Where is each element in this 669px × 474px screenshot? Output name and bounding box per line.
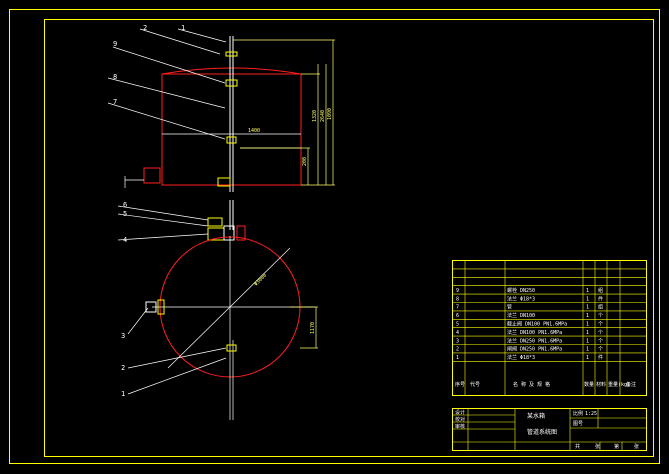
right-dimensions [233,39,335,186]
tank-roof [161,67,302,75]
parts-header-cell: 序号 [455,381,465,388]
callout-top-8: 8 [113,73,117,81]
block-scale-value: 1:25 [585,411,597,417]
dim-top-2: 2640 [320,110,326,122]
parts-row-material: 个 [598,322,603,328]
elevation-view: 1400 1320 2640 1090 200 2 [107,24,335,192]
parts-row-qty: 1 [586,355,589,361]
dim-top-4: 200 [302,157,308,166]
callout-top-7: 7 [113,98,117,106]
parts-row-qty: 1 [586,305,589,311]
parts-row-no: 7 [456,305,459,311]
parts-row-name: 截止阀 DN100 PN1.6MPa [507,321,567,328]
block-label-check: 校对 [455,416,465,423]
outer-frame [9,9,660,464]
plan-view: Φ3000 1170 3 2 1 [121,236,318,420]
parts-row-no: 6 [456,313,459,319]
parts-header-cell: 名 称 及 规 格 [513,381,550,388]
parts-row-material: 组 [598,287,603,294]
parts-header-cell: 数量 [584,381,594,388]
callout-mid-5: 5 [123,210,127,218]
callout-top-2: 2 [143,24,147,32]
dim-top-3: 1090 [327,108,333,120]
valve-group: 6 5 4 [117,200,246,244]
pipe-flange-top [225,51,238,57]
parts-row-material: 个 [598,338,603,344]
plan-dim-1: 1170 [310,322,316,334]
block-project: 某水箱 [527,412,545,420]
block-footer-3: 第 [614,443,619,450]
parts-row-qty: 1 [586,313,589,319]
parts-row-no: 2 [456,347,459,353]
block-drawing-name: 管道系统图 [527,428,557,436]
callout-top-9: 9 [113,40,117,48]
parts-row-no: 9 [456,288,459,294]
parts-row-no: 8 [456,296,459,302]
parts-row-material: 件 [598,354,603,361]
title-block: 9 螺栓 DN250 1 组 8 法兰 Φ18*3 1 件 7 管 1 组 6 法兰 DN100 1 个 5 截止… [452,260,647,451]
parts-row-material: 个 [598,313,603,319]
parts-row-name: 法兰 DN250 PN1.6MPa [507,337,562,344]
pipe-flange-mid [225,79,238,87]
parts-header-cell: 重量(kg) [608,381,630,388]
parts-row-name: 法兰 DN100 [507,312,535,319]
plan-diameter-text: Φ3000 [253,273,268,288]
parts-row-name: 法兰 Φ18*3 [507,295,535,302]
parts-header-cell: 代号 [470,381,480,388]
pipe-flange-low [226,136,237,144]
block-footer-4: 张 [634,443,639,450]
inner-frame [44,19,654,457]
parts-row-qty: 1 [586,322,589,328]
block-footer-2: 张 [595,443,600,450]
callout-bot-1: 1 [121,390,125,398]
callout-top-1: 1 [181,24,185,32]
callout-mid-6: 6 [123,201,127,209]
parts-row-no: 5 [456,322,459,328]
parts-row-qty: 1 [586,338,589,344]
block-scale-label: 比例 [573,410,583,417]
plan-diameter-line [167,247,291,369]
parts-header-cell: 材料 [596,381,606,388]
parts-row-material: 个 [598,347,603,353]
parts-row-qty: 1 [586,330,589,336]
parts-header-cell: 备注 [626,381,636,388]
parts-row-material: 组 [598,304,603,311]
parts-row-name: 管 [507,304,512,311]
parts-row-material: 件 [598,295,603,302]
block-label-design: 设计 [455,409,465,416]
parts-row-name: 法兰 DN100 PN1.6MPa [507,329,562,336]
parts-row-name: 螺栓 DN250 [507,287,535,294]
dim-top-1: 1320 [312,110,318,122]
callout-bot-3: 3 [121,332,125,340]
inner-dim-text: 1400 [248,128,260,134]
parts-row-qty: 1 [586,296,589,302]
parts-row-no: 3 [456,338,459,344]
parts-row-name: 法兰 Φ18*3 [507,354,535,361]
parts-row-qty: 1 [586,288,589,294]
parts-row-qty: 1 [586,347,589,353]
block-label-approve: 审核 [455,423,465,430]
side-outlet-left [143,167,161,184]
block-footer-1: 共 [575,443,580,450]
parts-row-name: 闸阀 DN250 PN1.6MPa [507,346,562,353]
tank-body-elevation [161,73,302,186]
block-sheet-label: 图号 [573,421,583,427]
bottom-outlet [217,177,231,187]
parts-row-material: 个 [598,330,603,336]
parts-row-no: 4 [456,330,459,336]
callout-mid-4: 4 [123,236,127,244]
callout-bot-2: 2 [121,364,125,372]
parts-row-no: 1 [456,355,459,361]
